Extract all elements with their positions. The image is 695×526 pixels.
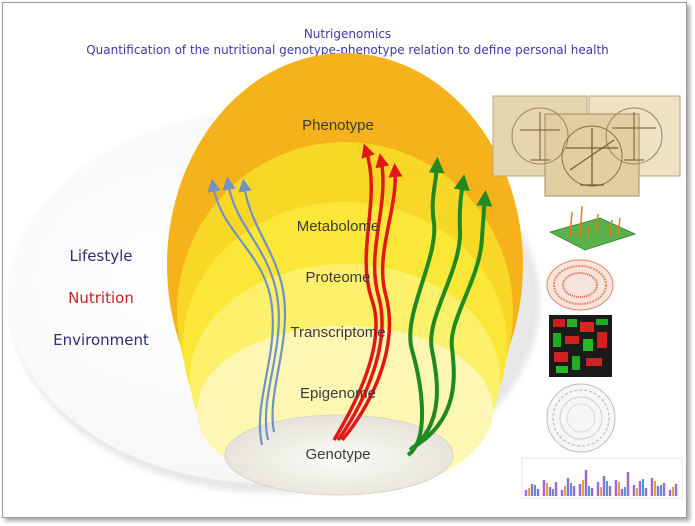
red-arrows: [332, 143, 403, 442]
expression-heatmap-image: [549, 315, 612, 377]
page-subtitle: Quantification of the nutritional genoty…: [86, 43, 609, 57]
metabolome-label: Metabolome: [297, 218, 380, 235]
transcriptome-label: Transcriptome: [290, 324, 385, 341]
mass-spectrum-image: [548, 205, 637, 251]
epigenome-label: Epigenome: [300, 385, 376, 402]
manhattan-plot-image: [521, 457, 683, 499]
vitruvian-man-image: [492, 95, 681, 197]
genotype-base: [224, 414, 454, 496]
lifestyle-label: Lifestyle: [69, 247, 132, 265]
genotype-label: Genotype: [305, 446, 370, 463]
environment-label: Environment: [53, 331, 149, 349]
phenotype-label: Phenotype: [302, 117, 374, 134]
proteome-label: Proteome: [305, 269, 370, 286]
protein-network-image: [546, 259, 614, 311]
green-arrows: [406, 157, 493, 457]
page-title: Nutrigenomics: [303, 27, 392, 41]
nutrition-label: Nutrition: [68, 289, 134, 307]
circular-genome-plot-image: [546, 383, 616, 453]
blue-arrows: [207, 176, 287, 446]
